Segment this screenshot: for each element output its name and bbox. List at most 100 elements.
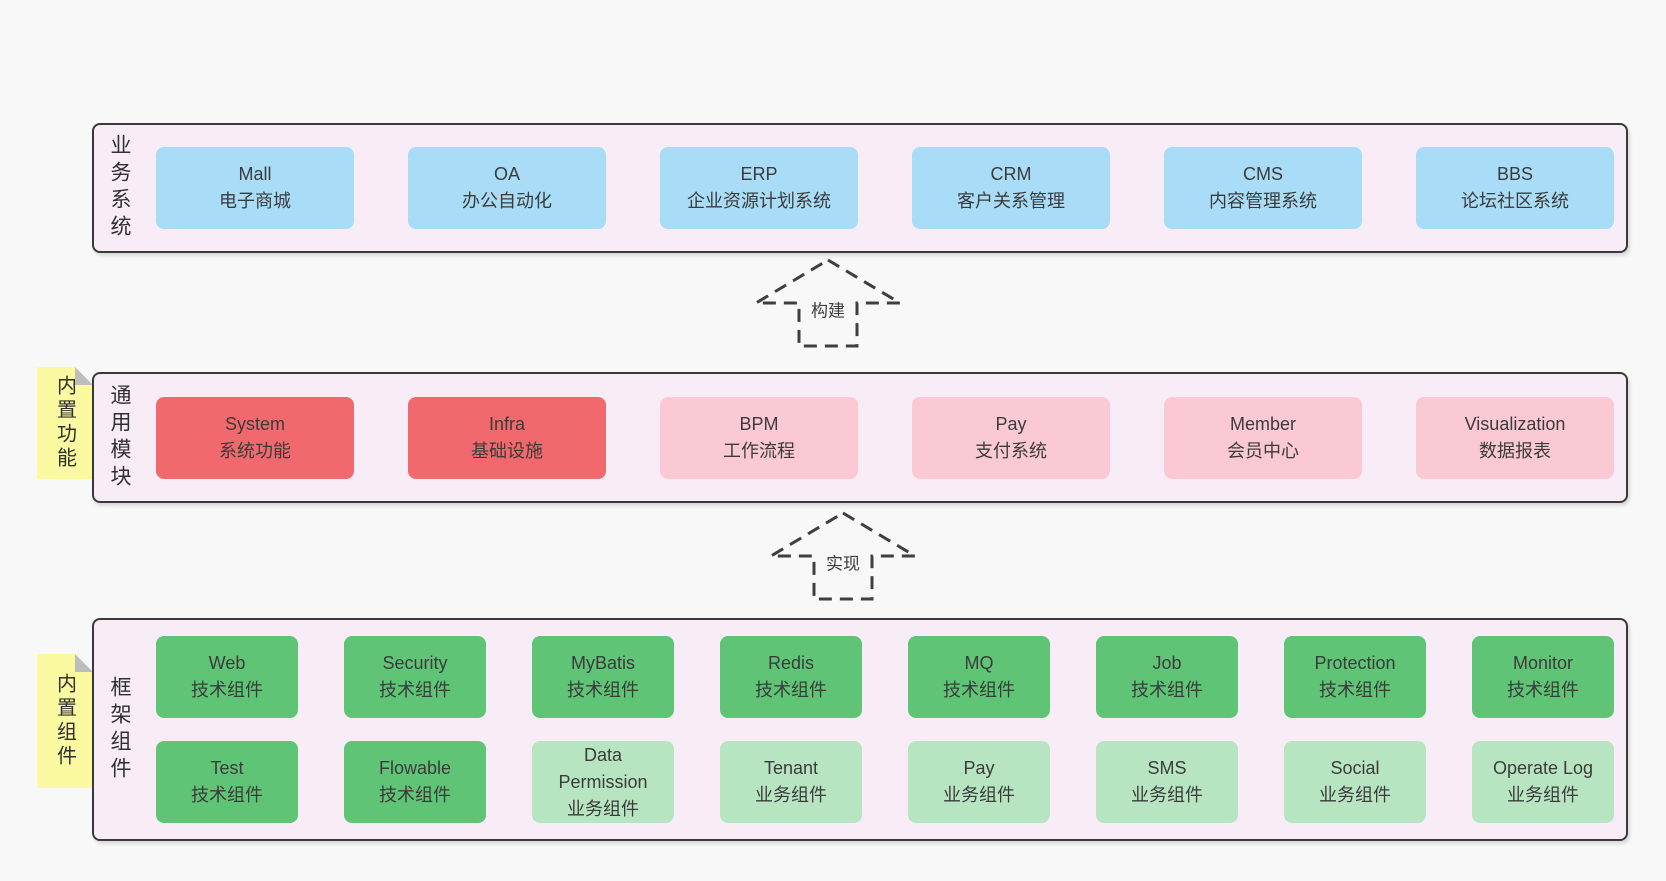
- box-name: CMS: [1243, 164, 1283, 184]
- box-desc: 技术组件: [191, 680, 263, 700]
- box-crm: CRM 客户关系管理: [912, 147, 1110, 229]
- box-name: Tenant: [763, 758, 819, 778]
- box-sms: SMS 业务组件: [1096, 741, 1238, 823]
- box-name: Member: [1229, 413, 1296, 434]
- box-name: ERP: [740, 164, 778, 184]
- box-desc: 工作流程: [723, 440, 795, 461]
- box-pay-component: Pay 业务组件: [908, 741, 1050, 823]
- box-desc: 技术组件: [567, 680, 639, 700]
- box-redis: Redis 技术组件: [720, 636, 862, 718]
- box-desc: 技术组件: [379, 680, 451, 700]
- box-name: Social: [1330, 758, 1380, 778]
- box-desc: 技术组件: [1131, 680, 1203, 700]
- sticky-label: 内置功能: [53, 375, 76, 471]
- box-tenant: Tenant 业务组件: [720, 741, 862, 823]
- box-desc: 内容管理系统: [1209, 191, 1317, 211]
- box-operate-log: Operate Log 业务组件: [1472, 741, 1614, 823]
- box-name: Pay: [995, 413, 1027, 434]
- box-name: Infra: [488, 413, 526, 434]
- box-protection: Protection 技术组件: [1284, 636, 1426, 718]
- box-erp: ERP 企业资源计划系统: [660, 147, 858, 229]
- panel-common-modules: 通用模块 System 系统功能 Infra 基础设施 BPM 工作流程 Pay…: [92, 372, 1628, 503]
- box-oa: OA 办公自动化: [408, 147, 606, 229]
- box-desc: 技术组件: [943, 680, 1015, 700]
- framework-row-2: Test 技术组件 Flowable 技术组件 Data Permission …: [156, 741, 1614, 823]
- box-mq: MQ 技术组件: [908, 636, 1050, 718]
- box-desc: 技术组件: [1319, 680, 1391, 700]
- box-name: CRM: [990, 164, 1032, 184]
- box-social: Social 业务组件: [1284, 741, 1426, 823]
- up-arrow-icon: [768, 511, 918, 601]
- box-name: Security: [382, 653, 448, 673]
- box-desc: 业务组件: [567, 798, 639, 819]
- box-desc: 业务组件: [1131, 785, 1203, 805]
- box-name: Job: [1152, 653, 1182, 673]
- box-security: Security 技术组件: [344, 636, 486, 718]
- sticky-note-builtin-components: 内置组件: [37, 654, 93, 788]
- box-desc: 技术组件: [379, 785, 451, 805]
- arrow-implement-label: 实现: [822, 548, 864, 576]
- box-desc: 客户关系管理: [957, 191, 1065, 211]
- box-desc: 电子商城: [219, 191, 291, 211]
- box-name: Flowable: [378, 758, 452, 778]
- box-desc: 业务组件: [943, 785, 1015, 805]
- box-desc: 技术组件: [1507, 680, 1579, 700]
- panel-framework-components: 框架组件 Web 技术组件 Security 技术组件 MyBatis 技术组件…: [92, 618, 1628, 841]
- folded-corner-icon: [75, 654, 93, 672]
- business-systems-boxes: Mall 电子商城 OA 办公自动化 ERP 企业资源计划系统 CRM 客户关系…: [144, 147, 1626, 229]
- box-desc: 办公自动化: [462, 191, 552, 211]
- box-name: Monitor: [1512, 653, 1574, 673]
- sticky-label: 内置组件: [53, 673, 76, 769]
- box-bpm: BPM 工作流程: [660, 396, 858, 479]
- box-cms: CMS 内容管理系统: [1164, 147, 1362, 229]
- box-desc: 基础设施: [471, 440, 543, 461]
- sticky-note-builtin-features: 内置功能: [37, 367, 93, 479]
- box-visualization: Visualization 数据报表: [1416, 396, 1614, 479]
- box-name: BBS: [1496, 164, 1534, 184]
- box-name: OA: [493, 164, 520, 184]
- box-desc: 业务组件: [1319, 785, 1391, 805]
- folded-corner-icon: [75, 367, 93, 385]
- box-pay-module: Pay 支付系统: [912, 396, 1110, 479]
- box-desc: 企业资源计划系统: [687, 191, 831, 211]
- box-mybatis: MyBatis 技术组件: [532, 636, 674, 718]
- box-member: Member 会员中心: [1164, 396, 1362, 479]
- framework-components-rows: Web 技术组件 Security 技术组件 MyBatis 技术组件 Redi…: [144, 636, 1626, 823]
- box-desc: 支付系统: [975, 440, 1047, 461]
- box-bbs: BBS 论坛社区系统: [1416, 147, 1614, 229]
- arrow-build: 构建: [753, 257, 903, 349]
- box-name: MyBatis: [570, 653, 635, 673]
- common-modules-boxes: System 系统功能 Infra 基础设施 BPM 工作流程 Pay 支付系统…: [144, 396, 1626, 479]
- box-desc: 业务组件: [755, 785, 827, 805]
- arrow-implement: 实现: [768, 510, 918, 602]
- box-flowable: Flowable 技术组件: [344, 741, 486, 823]
- box-name: Data Permission: [558, 744, 648, 792]
- box-mall: Mall 电子商城: [156, 147, 354, 229]
- box-name: SMS: [1147, 758, 1187, 778]
- box-name: Operate Log: [1492, 758, 1594, 778]
- box-name: BPM: [739, 413, 779, 434]
- box-name: Redis: [767, 653, 815, 673]
- box-name: Protection: [1314, 653, 1396, 673]
- box-desc: 系统功能: [219, 440, 291, 461]
- box-test: Test 技术组件: [156, 741, 298, 823]
- box-name: Web: [208, 653, 246, 673]
- box-name: System: [224, 413, 285, 434]
- box-desc: 论坛社区系统: [1461, 191, 1569, 211]
- box-monitor: Monitor 技术组件: [1472, 636, 1614, 718]
- up-arrow-icon: [753, 258, 903, 348]
- box-web: Web 技术组件: [156, 636, 298, 718]
- box-desc: 技术组件: [191, 785, 263, 805]
- panel-label-business-systems: 业务系统: [108, 134, 131, 242]
- box-desc: 数据报表: [1479, 440, 1551, 461]
- box-name: Visualization: [1464, 413, 1566, 434]
- box-desc: 会员中心: [1227, 440, 1299, 461]
- box-name: Test: [210, 758, 244, 778]
- box-job: Job 技术组件: [1096, 636, 1238, 718]
- panel-label-framework-components: 框架组件: [108, 675, 131, 784]
- box-data-permission: Data Permission 业务组件: [532, 741, 674, 823]
- box-desc: 业务组件: [1507, 785, 1579, 805]
- box-name: MQ: [964, 653, 994, 673]
- framework-row-1: Web 技术组件 Security 技术组件 MyBatis 技术组件 Redi…: [156, 636, 1614, 718]
